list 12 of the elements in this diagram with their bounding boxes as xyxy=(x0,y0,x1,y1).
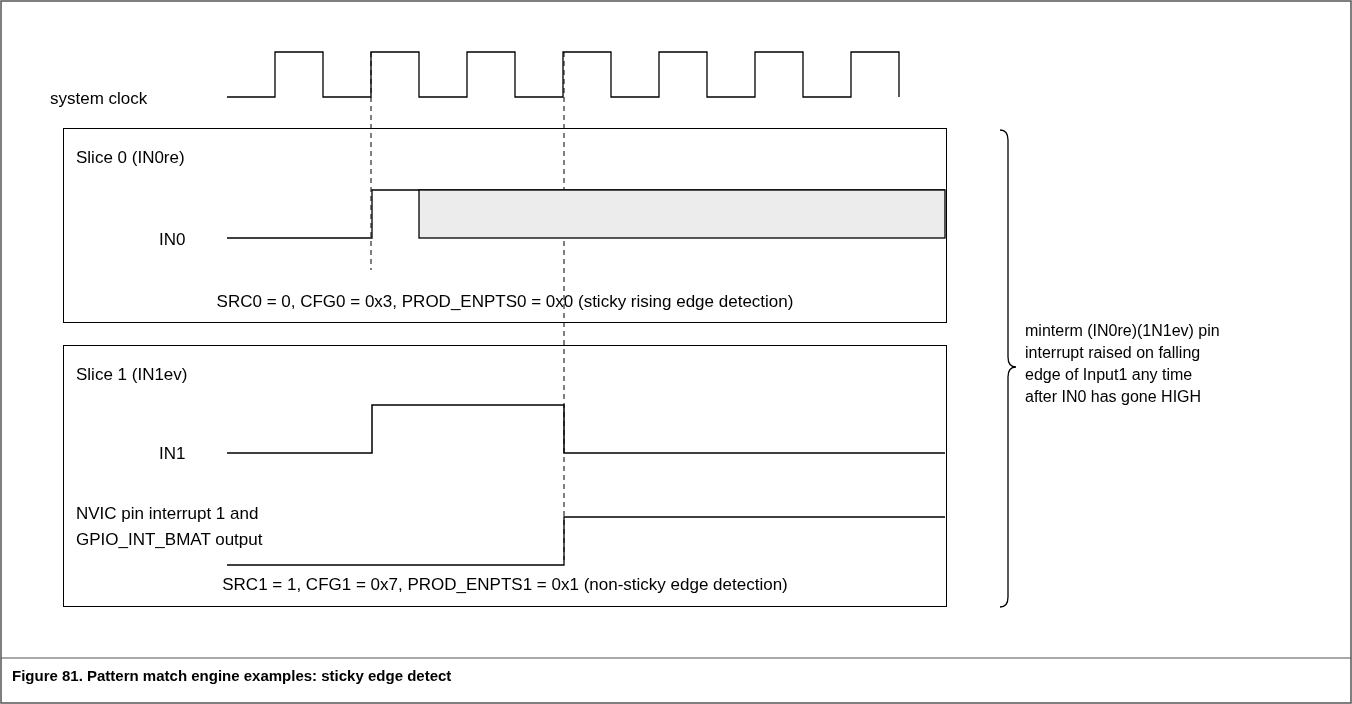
signal-name: system clock xyxy=(50,88,148,109)
slice-panel xyxy=(63,345,947,607)
annotation-note: minterm (IN0re)(1N1ev) pin interrupt raised on falling edge of Input1 any time after IN0 has gone HIGH xyxy=(1025,321,1221,407)
slice-panel xyxy=(63,128,947,323)
signal-name: IN1 xyxy=(159,443,186,464)
signal-name: IN0 xyxy=(159,229,186,250)
figure-caption: Figure 81. Pattern match engine examples: sticky edge detect xyxy=(12,666,452,686)
slice-title: Slice 1 (IN1ev) xyxy=(76,364,188,385)
register-settings-note: SRC1 = 1, CFG1 = 0x7, PROD_ENPTS1 = 0x1 (non-sticky edge detection) xyxy=(222,574,788,595)
register-settings-note: SRC0 = 0, CFG0 = 0x3, PROD_ENPTS0 = 0x0 (sticky rising edge detection) xyxy=(216,291,794,312)
slice-title: Slice 0 (IN0re) xyxy=(76,147,185,168)
signal-name: NVIC pin interrupt 1 and GPIO_INT_BMAT output xyxy=(76,503,264,551)
